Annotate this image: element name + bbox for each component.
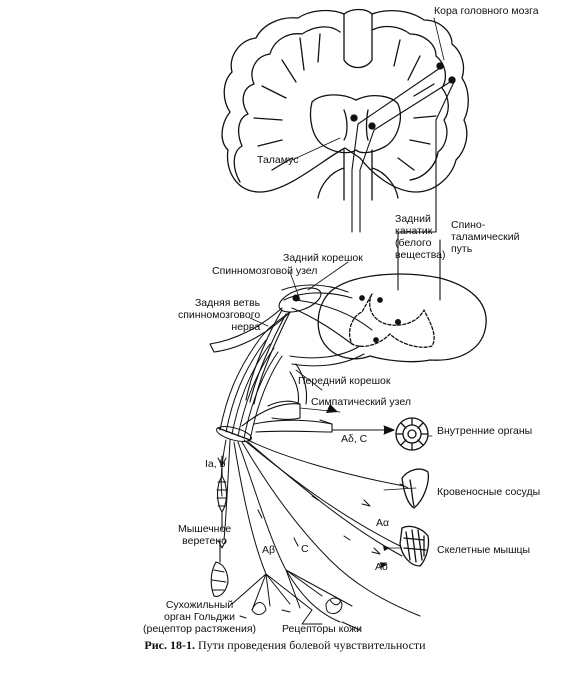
label-a-beta: Aβ [262,544,276,556]
skin-receptor-icons [239,597,343,619]
fiber-bundle [216,311,291,442]
label-a-alpha: Aα [376,517,390,529]
label-muscle-spindle: Мышечное веретено [178,523,232,547]
label-dorsal-root: Задний корешок [283,252,363,264]
label-sympathetic-ganglion: Симпатический узел [311,396,412,408]
caption-number: Рис. 18-1. [144,638,195,652]
internal-organ-icon [395,417,429,451]
sympathetic-branch [241,403,395,435]
direction-arrows [217,457,381,555]
label-thalamus: Таламус [257,154,299,166]
label-internal-organs: Внутренние органы [437,425,533,437]
spinal-cord [317,273,487,363]
label-a-delta: Aδ [375,561,388,573]
figure-caption: Рис. 18-1. Пути проведения болевой чувст… [0,638,570,653]
label-skeletal-muscles: Скелетные мышцы [437,544,531,556]
skeletal-muscle-icon [399,525,430,567]
label-anterior-root: Передний корешок [298,375,391,387]
label-dorsal-column: Задний канатик (белого вещества) [395,213,446,261]
label-c-fiber: C [301,543,309,555]
label-golgi-organ: Сухожильный орган Гольджи (рецептор раст… [143,599,257,635]
label-cortex: Кора головного мозга [434,5,539,17]
label-adelta-c: Aδ, C [341,433,368,445]
thalamus-body [309,94,401,154]
label-blood-vessels: Кровеносные сосуды [437,486,541,498]
label-skin-receptors: Рецепторы кожи [282,623,362,635]
label-spinal-ganglion: Спинномозговой узел [212,265,318,277]
label-posterior-branch: Задняя ветвь спинномозгового нерва [178,297,261,333]
golgi-organ-icon [210,539,229,597]
blood-vessel-icon [401,468,430,509]
label-spinothalamic: Спино- таламический путь [451,219,520,255]
label-ia-b: Ia, b [205,458,226,470]
caption-text: Пути проведения болевой чувствительности [197,638,426,652]
peripheral-fibers [220,439,421,631]
arrowheads [326,404,390,568]
brain-outline [221,8,469,201]
